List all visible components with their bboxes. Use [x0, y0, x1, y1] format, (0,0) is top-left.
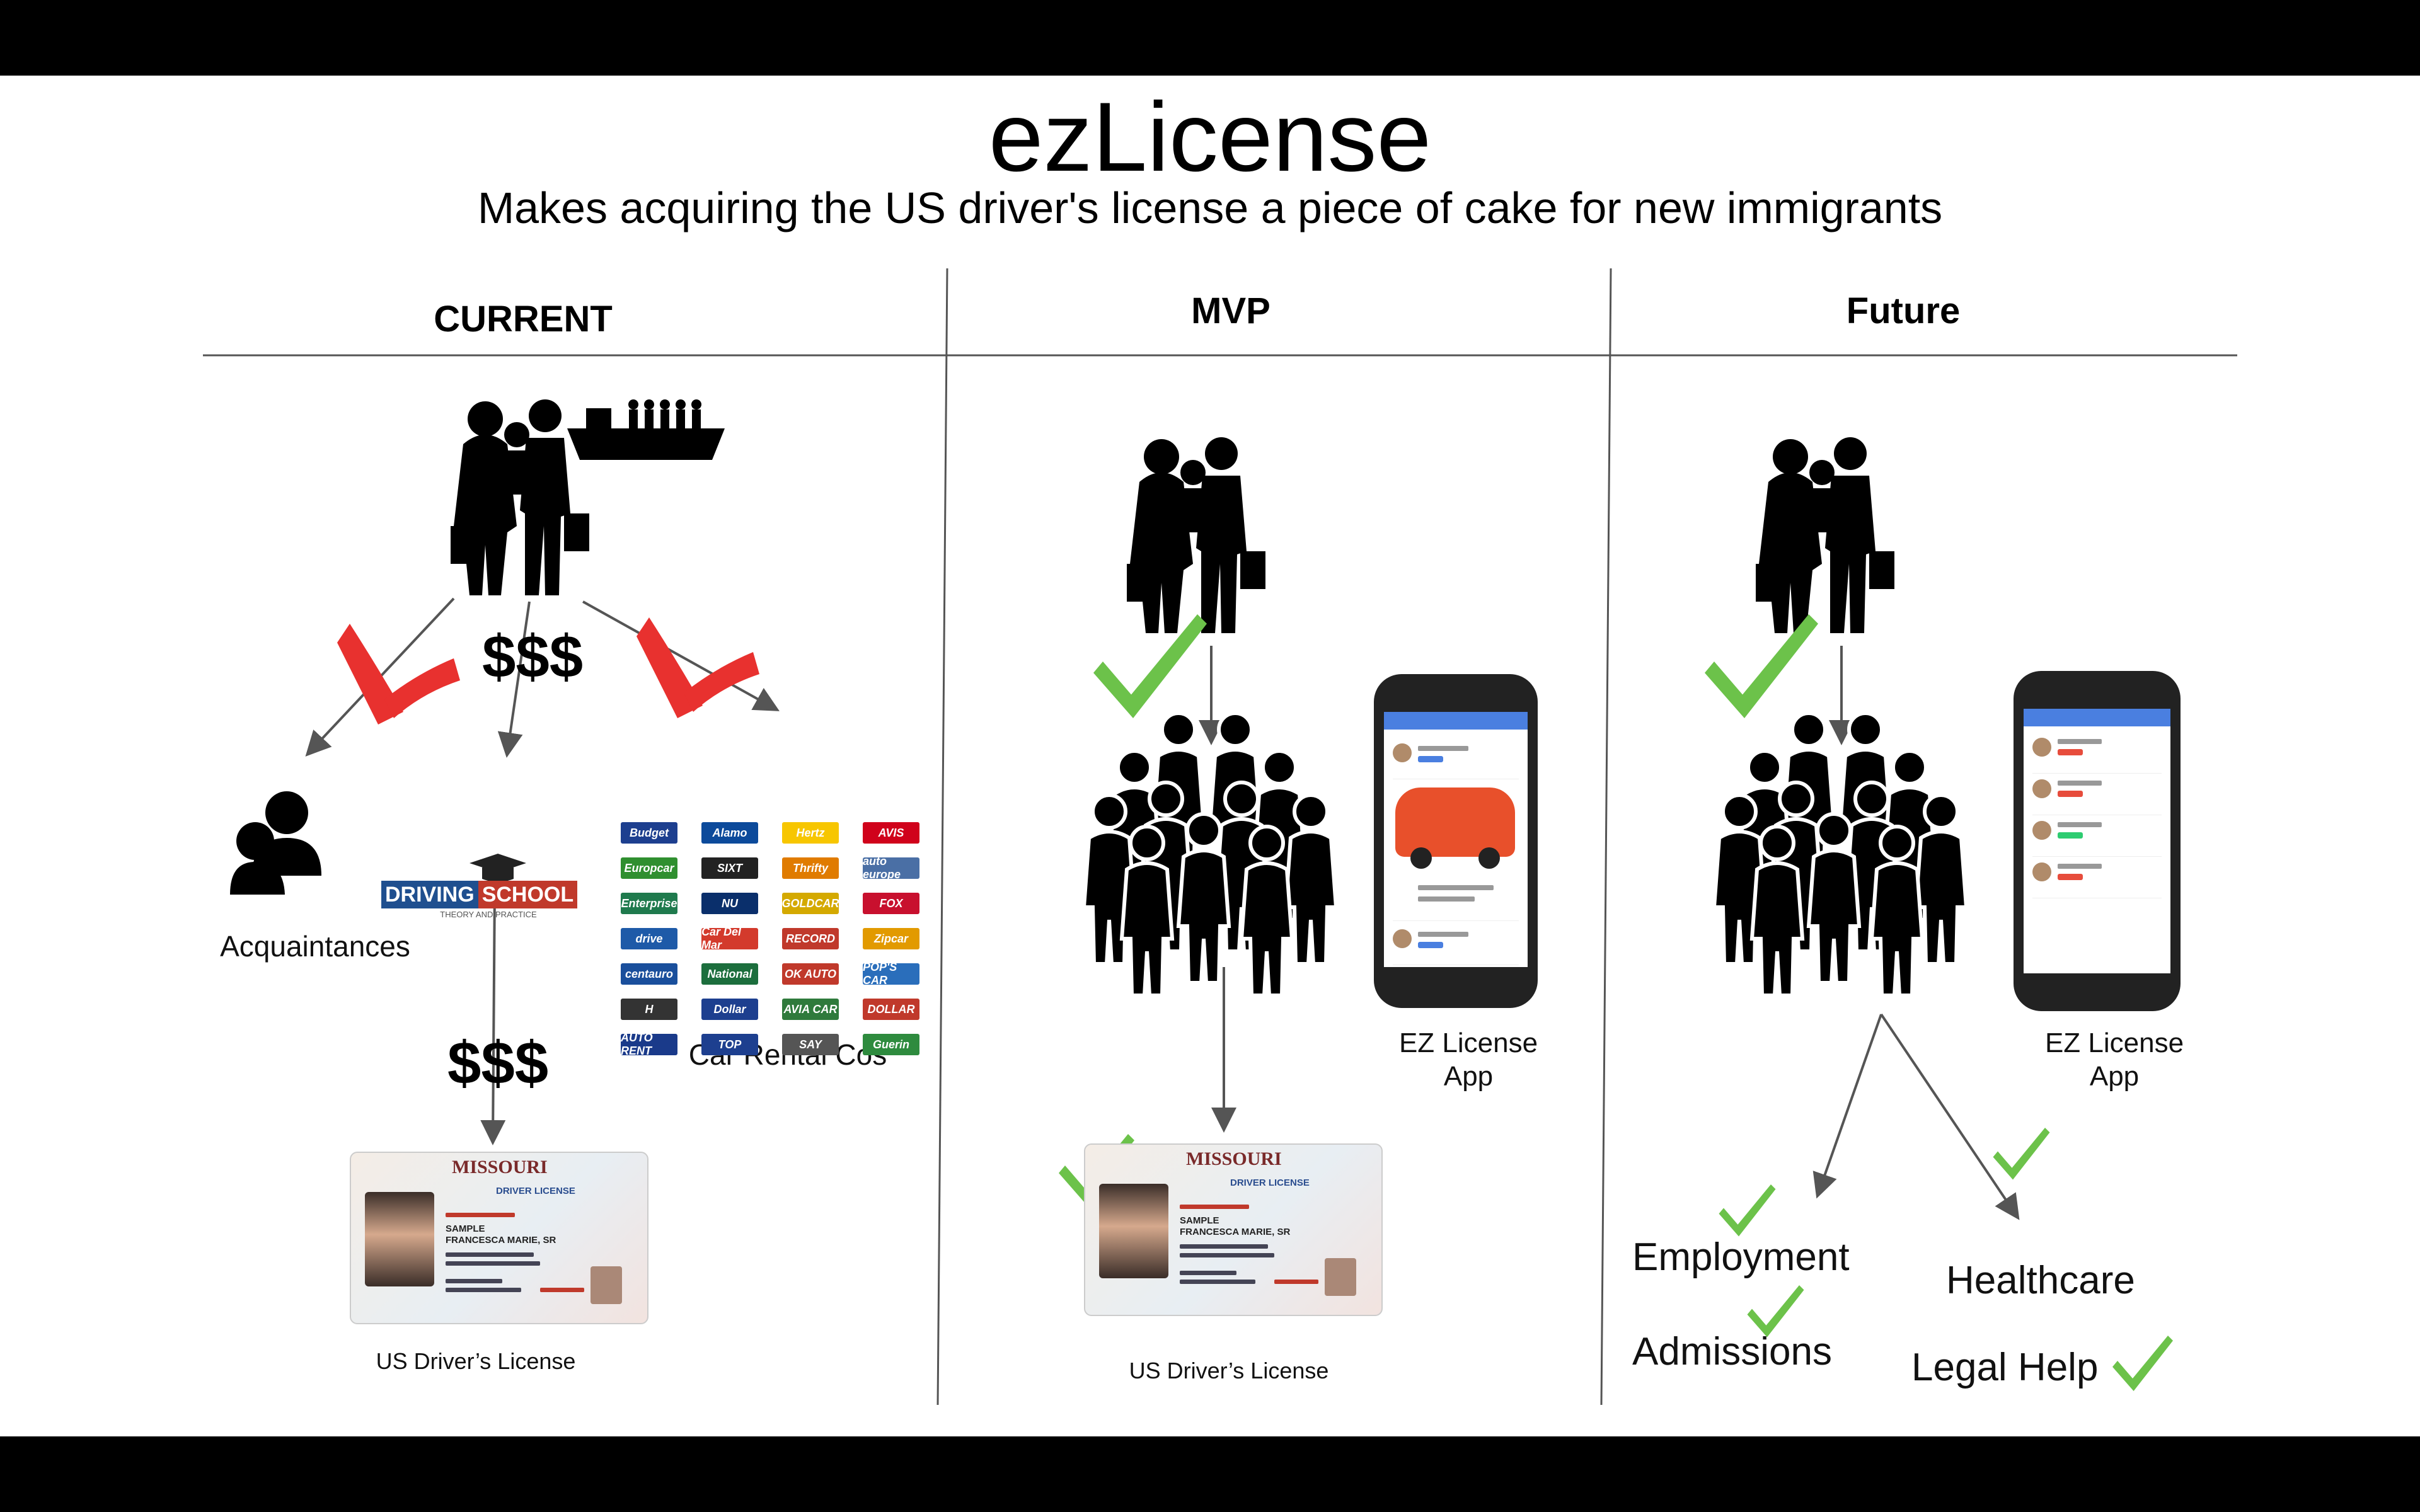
slide: ezLicense Makes acquiring the US driver'… [0, 76, 2420, 1436]
rental-logo: SAY [782, 1034, 839, 1055]
rental-logo: Hertz [782, 822, 839, 844]
rental-logo: AVIA CAR [782, 999, 839, 1020]
label-acquaintances: Acquaintances [220, 930, 410, 963]
license-name-2-mvp: FRANCESCA MARIE, SR [1180, 1227, 1291, 1237]
phone-mvp-screen [1384, 712, 1528, 967]
rental-logo: GOLDCAR [782, 893, 839, 914]
driving-school-left: DRIVING [381, 881, 478, 908]
rental-logo: Zipcar [863, 928, 919, 949]
driving-school-right: SCHOOL [478, 881, 578, 908]
rental-logo: Thrifty [782, 857, 839, 879]
rental-logo: NU [701, 893, 758, 914]
heading-mvp: MVP [1191, 290, 1270, 331]
license-photo-mvp [1099, 1184, 1168, 1278]
rental-logo: centauro [621, 963, 677, 985]
future-app-label-1: EZ License [2044, 1028, 2184, 1058]
driving-school-logo: DRIVING SCHOOL THEORY AND PRACTICE [381, 850, 596, 920]
phone-future [2014, 671, 2181, 1011]
rental-logo: FOX [863, 893, 919, 914]
license-card-mvp: MISSOURI DRIVER LICENSE SAMPLE FRANCESCA… [1084, 1143, 1383, 1316]
license-name-1: SAMPLE [446, 1223, 485, 1234]
license-photo [365, 1192, 434, 1286]
license-state-mvp: MISSOURI [1186, 1148, 1282, 1169]
rental-logo: OK AUTO [782, 963, 839, 985]
diagram-canvas [203, 268, 2237, 1406]
rental-logo: Guerin [863, 1034, 919, 1055]
rental-logo: DOLLAR [863, 999, 919, 1020]
car-image [1395, 788, 1515, 857]
rental-logo: National [701, 963, 758, 985]
caption-license-current: US Driver’s License [376, 1348, 576, 1374]
license-type-mvp: DRIVER LICENSE [1230, 1177, 1310, 1188]
license-name-2: FRANCESCA MARIE, SR [446, 1235, 556, 1246]
car-rental-logos: Budget Alamo Hertz AVIS Europcar SIXT Thrifty a… [621, 822, 936, 1074]
license-name-1-mvp: SAMPLE [1180, 1215, 1219, 1226]
mvp-app-label-1: EZ License [1398, 1028, 1538, 1058]
license-thumb-photo-mvp [1325, 1258, 1356, 1296]
outcome-legal-help: Legal Help [1911, 1346, 2099, 1389]
license-state: MISSOURI [452, 1157, 548, 1177]
money-top: $$$ [482, 623, 584, 690]
rental-logo: AVIS [863, 822, 919, 844]
phone-mvp-topbar [1384, 712, 1528, 730]
driving-school-tagline: THEORY AND PRACTICE [440, 910, 537, 919]
rental-logo: SIXT [701, 857, 758, 879]
rental-logo: Dollar [701, 999, 758, 1020]
heading-future: Future [1846, 290, 1961, 331]
rental-logo: auto europe [863, 855, 919, 881]
rental-logo: Europcar [621, 857, 677, 879]
graduation-cap-icon [470, 854, 526, 882]
rental-logo: Car Del Mar [701, 925, 758, 951]
rental-logo: TOP [701, 1034, 758, 1055]
license-type: DRIVER LICENSE [496, 1186, 575, 1196]
phone-mvp [1374, 674, 1538, 1008]
outcome-healthcare: Healthcare [1946, 1259, 2135, 1302]
rental-logo: RECORD [782, 928, 839, 949]
rental-logo: Enterprise [621, 893, 677, 914]
rental-logo: POP'S CAR [863, 961, 919, 987]
future-app-label-2: App [2089, 1061, 2140, 1092]
rental-logo: drive [621, 928, 677, 949]
rental-logo: AUTO RENT [621, 1031, 677, 1057]
slide-title: ezLicense [988, 83, 1432, 192]
mvp-app-label-2: App [1443, 1061, 1494, 1092]
rental-logo: H [621, 999, 677, 1020]
phone-future-screen [2024, 709, 2170, 973]
money-bottom: $$$ [447, 1029, 549, 1097]
phone-future-topbar [2024, 709, 2170, 726]
rental-logo: Budget [621, 822, 677, 844]
heading-current: CURRENT [434, 299, 613, 340]
outcome-employment: Employment [1632, 1235, 1850, 1279]
caption-license-mvp: US Driver’s License [1129, 1358, 1329, 1383]
slide-subtitle: Makes acquiring the US driver's license … [477, 183, 1943, 232]
license-card-current: MISSOURI DRIVER LICENSE SAMPLE FRANCESCA… [350, 1152, 648, 1324]
outcome-admissions: Admissions [1632, 1330, 1832, 1373]
rental-logo: Alamo [701, 822, 758, 844]
license-thumb-photo [591, 1266, 622, 1304]
